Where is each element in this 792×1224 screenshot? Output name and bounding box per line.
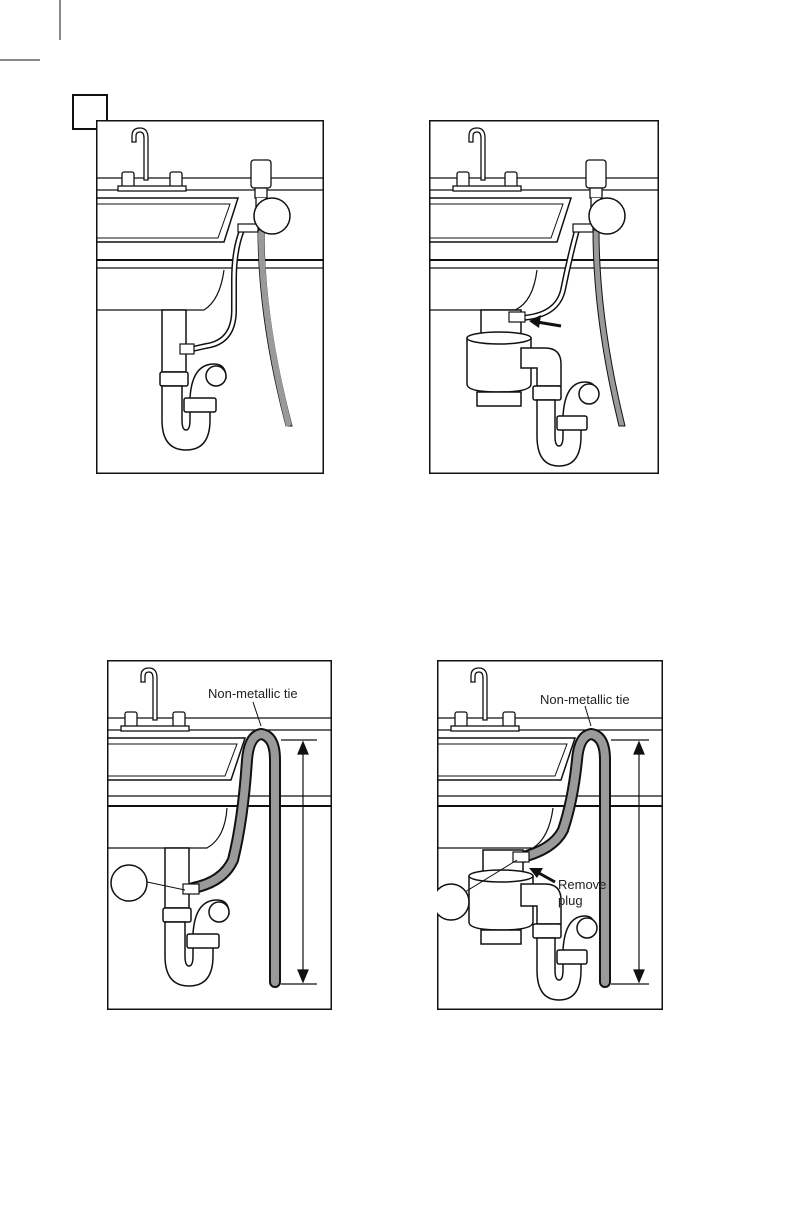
tie-label: Non-metallic tie xyxy=(208,686,298,701)
panel-air-gap-disposer xyxy=(429,120,659,474)
remove-plug-label-line1: Remove xyxy=(558,877,606,892)
panel-high-loop-drain: Non-metallic tie xyxy=(107,660,332,1010)
hose-clamp xyxy=(180,344,194,354)
callout-circle xyxy=(254,198,290,234)
callout-circle xyxy=(437,884,469,920)
remove-plug-label-line2: plug xyxy=(558,893,583,908)
hose-clamp xyxy=(509,312,525,322)
tie-label: Non-metallic tie xyxy=(540,692,630,707)
callout-circle xyxy=(111,865,147,901)
callout-circle xyxy=(589,198,625,234)
panel-air-gap-drain xyxy=(96,120,324,474)
crop-mark-icon xyxy=(0,0,110,70)
hose-clamp xyxy=(183,884,199,894)
panel-high-loop-disposer: Non-metallic tie Remove plug xyxy=(437,660,663,1010)
